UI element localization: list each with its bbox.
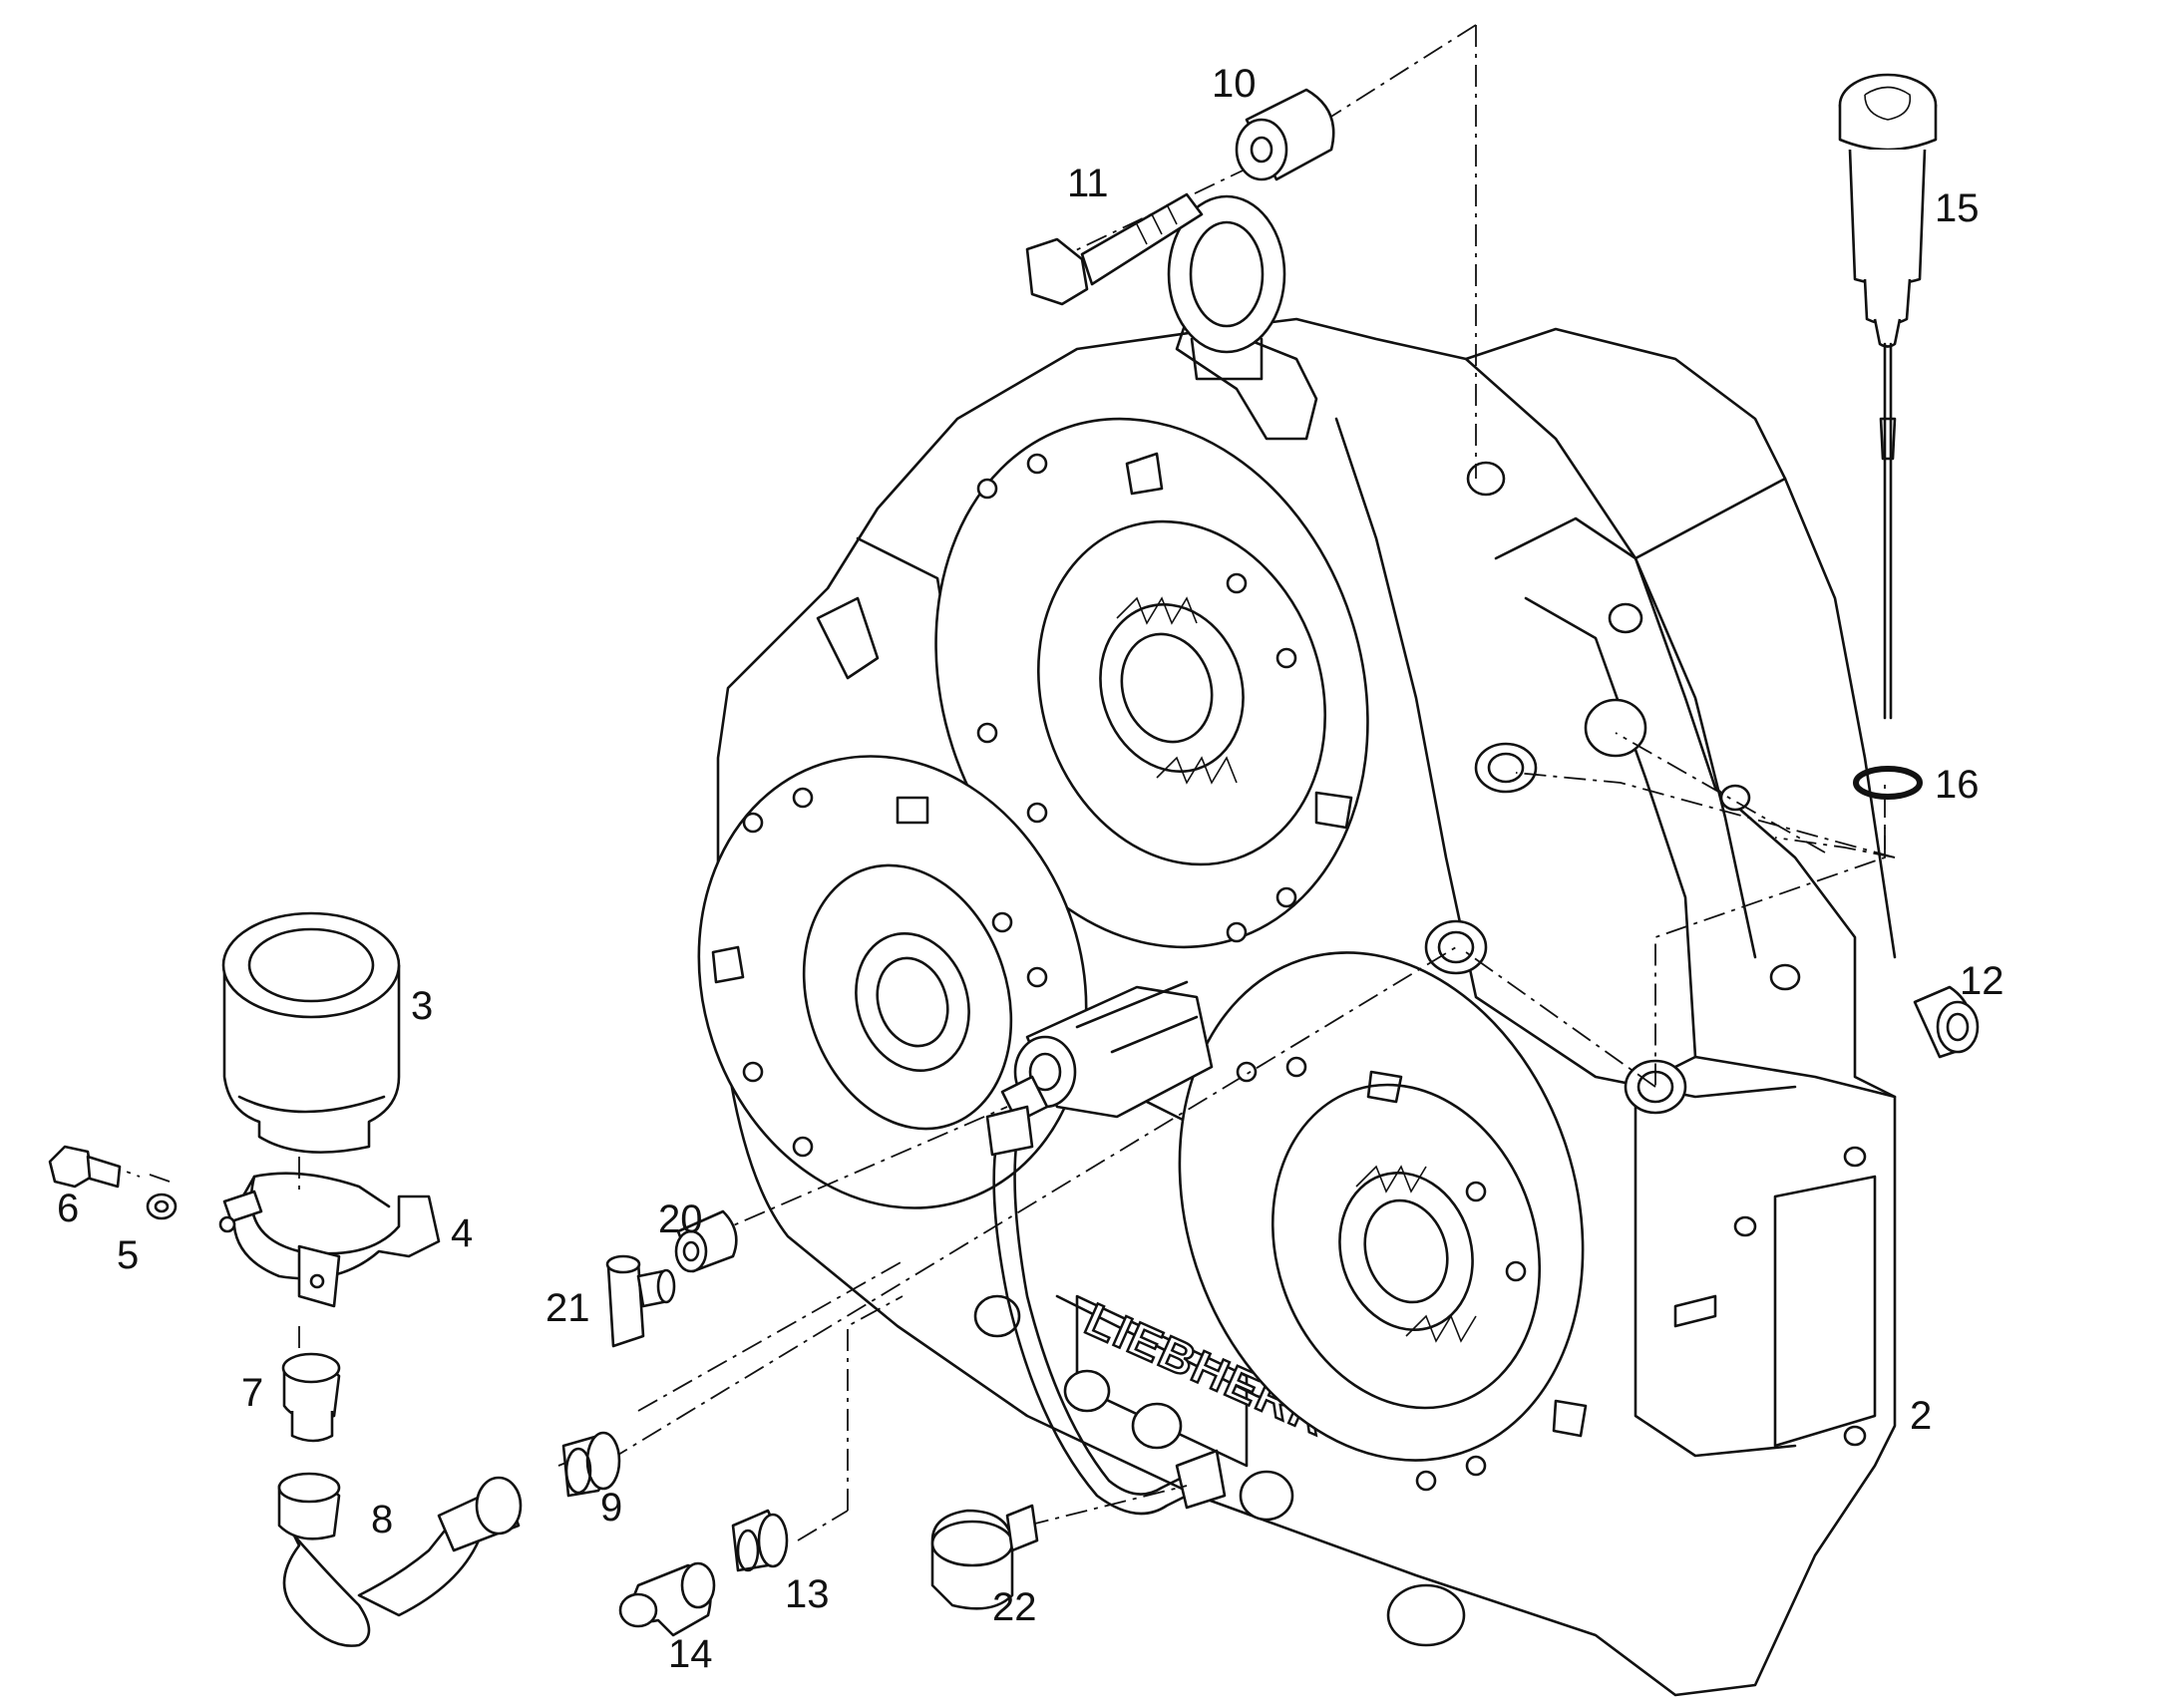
- callout-13: 13: [785, 1572, 830, 1616]
- solenoid-valve: [1000, 980, 1214, 1124]
- upper-drive-flange: [934, 417, 1369, 949]
- left-drive-flange: [697, 755, 1088, 1209]
- pipe-clamp: [218, 1172, 441, 1308]
- callout-6: 6: [57, 1187, 79, 1230]
- lower-drive-flange: [1178, 951, 1588, 1492]
- callout-16: 16: [1935, 763, 1980, 807]
- callout-2: 2: [1910, 1394, 1932, 1438]
- callout-21: 21: [545, 1286, 590, 1330]
- callout-3: 3: [411, 984, 433, 1028]
- cover-cap: [221, 911, 401, 1154]
- tee-fitting: [605, 1254, 676, 1348]
- elbow-hose: [277, 1472, 523, 1647]
- callout-9: 9: [600, 1486, 622, 1530]
- screw-plug-12: [1913, 985, 1980, 1059]
- callout-labels: 2 3 4 5 6 7 8 9 10 11 12 13 14 15 16 20 …: [57, 62, 2004, 1676]
- oil-dipstick: [1838, 73, 1938, 720]
- callout-15: 15: [1935, 186, 1980, 230]
- callout-20: 20: [658, 1197, 703, 1241]
- callout-14: 14: [668, 1632, 713, 1676]
- hex-bolt-small: [48, 1145, 122, 1189]
- union-nut: [281, 1352, 341, 1443]
- nut-fitting-20: [674, 1209, 738, 1273]
- hex-bolt-long: [1025, 192, 1204, 306]
- o-ring: [1853, 766, 1923, 800]
- screw-plug-22: [930, 1504, 1039, 1610]
- adapter-fitting-9: [561, 1431, 621, 1498]
- callout-4: 4: [451, 1211, 473, 1255]
- adapter-fitting-13: [731, 1509, 789, 1572]
- callout-11: 11: [1067, 162, 1109, 205]
- callout-7: 7: [241, 1371, 263, 1415]
- elbow-fitting: [618, 1561, 716, 1637]
- callout-10: 10: [1212, 62, 1257, 106]
- spacer-sleeve: [1235, 88, 1335, 181]
- callout-22: 22: [992, 1585, 1037, 1629]
- callout-8: 8: [371, 1498, 393, 1541]
- callout-5: 5: [117, 1233, 139, 1277]
- washer: [146, 1193, 178, 1220]
- pipe-line: [985, 1105, 1227, 1516]
- callout-12: 12: [1960, 959, 2004, 1003]
